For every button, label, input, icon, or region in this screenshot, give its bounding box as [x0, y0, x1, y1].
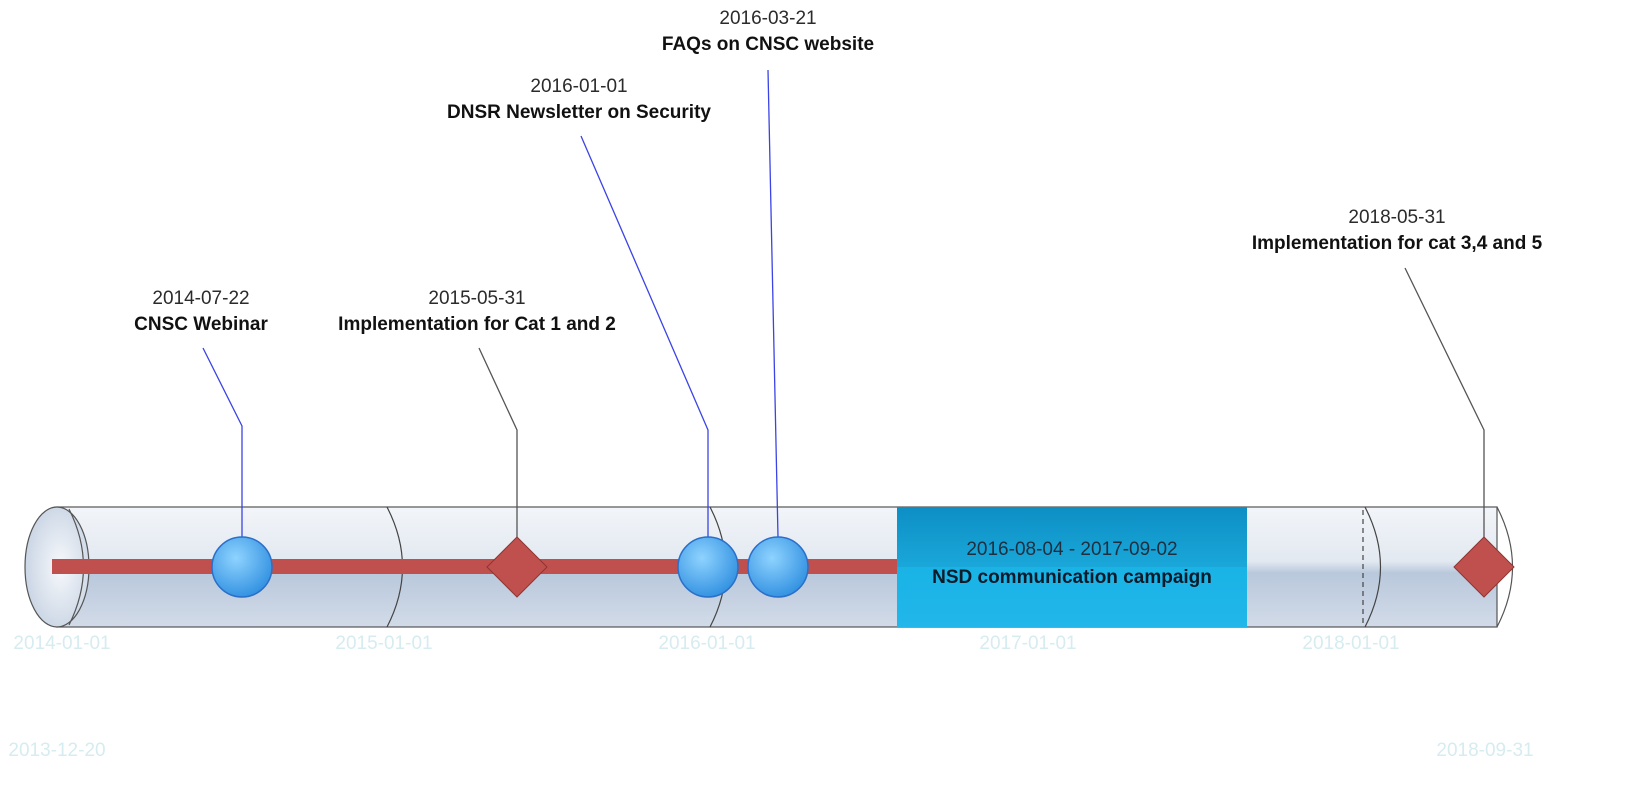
axis-tick-label: 2018-01-01: [1302, 633, 1400, 654]
interval-band: [897, 507, 1247, 627]
event-name: Implementation for cat 3,4 and 5: [1251, 233, 1543, 254]
event-leader-line: [202, 347, 243, 537]
event-name: FAQs on CNSC website: [661, 34, 875, 55]
range-start-label: 2013-12-20: [8, 740, 106, 761]
axis-tick-label: 2014-01-01: [13, 633, 111, 654]
event-circle-marker: [677, 536, 739, 598]
event-date: 2014-07-22: [152, 288, 250, 309]
interval-label: 2016-08-04 - 2017-09-02 NSD communicatio…: [932, 536, 1212, 592]
event-date: 2016-03-21: [719, 8, 817, 29]
event-leader-line: [1404, 267, 1485, 537]
interval-name: NSD communication campaign: [932, 567, 1212, 588]
event-circle-marker: [747, 536, 809, 598]
event-name: DNSR Newsletter on Security: [447, 102, 711, 123]
axis-tick-label: 2017-01-01: [979, 633, 1077, 654]
event-date: 2016-01-01: [530, 76, 628, 97]
event-date: 2018-05-31: [1348, 207, 1446, 228]
event-diamond-marker: [1453, 536, 1515, 598]
event-name: CNSC Webinar: [134, 314, 268, 335]
event-leader-line: [767, 69, 779, 538]
interval-dates: 2016-08-04 - 2017-09-02: [966, 539, 1178, 560]
axis-tick-label: 2016-01-01: [658, 633, 756, 654]
event-circle-marker: [211, 536, 273, 598]
tube-segment-edge: [1364, 506, 1382, 628]
event-leader-line: [478, 347, 518, 537]
axis-tick-label: 2015-01-01: [335, 633, 433, 654]
range-end-label: 2018-09-31: [1436, 740, 1534, 761]
event-leader-line: [580, 135, 709, 537]
event-diamond-marker: [486, 536, 548, 598]
event-date: 2015-05-31: [428, 288, 526, 309]
event-name: Implementation for Cat 1 and 2: [338, 314, 616, 335]
